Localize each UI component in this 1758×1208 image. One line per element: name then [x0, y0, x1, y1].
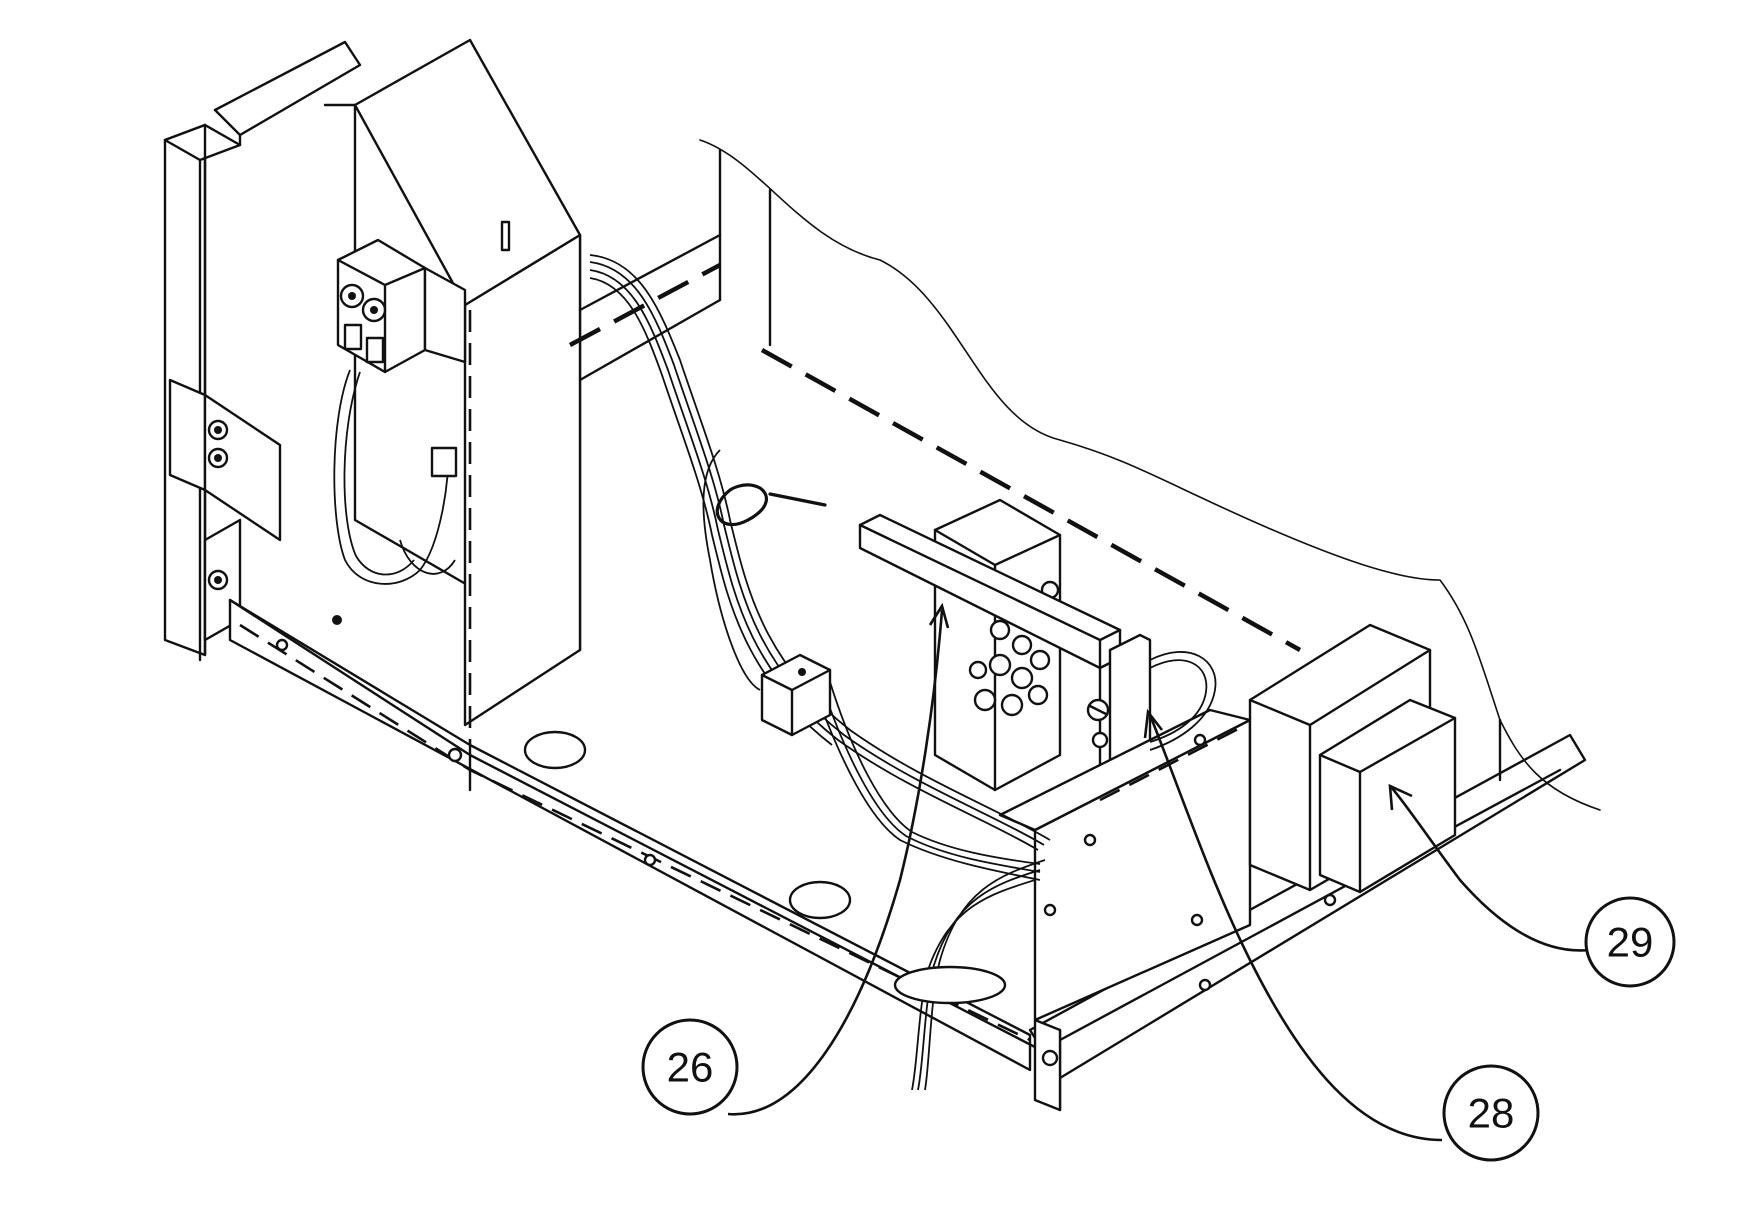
wire-connector: [760, 653, 832, 737]
left-component-box: [323, 38, 582, 755]
front-transformer: [1318, 698, 1457, 894]
ground-lug: [1086, 633, 1152, 777]
callout-28-label: 28: [1468, 1090, 1515, 1137]
callout-26-label: 26: [667, 1044, 714, 1091]
callout-29: 29: [1584, 896, 1676, 988]
callout-29-label: 29: [1607, 919, 1654, 966]
rear-wall: [568, 139, 1601, 811]
terminal-block: [336, 238, 467, 374]
left-box-wiring: [333, 369, 458, 585]
callout-28: 28: [1442, 1064, 1540, 1162]
leader-lines: [727, 602, 1591, 1142]
cable-tie: [715, 483, 827, 527]
left-post: [163, 40, 362, 662]
junction-box: [933, 498, 1062, 792]
callout-26: 26: [641, 1018, 739, 1116]
